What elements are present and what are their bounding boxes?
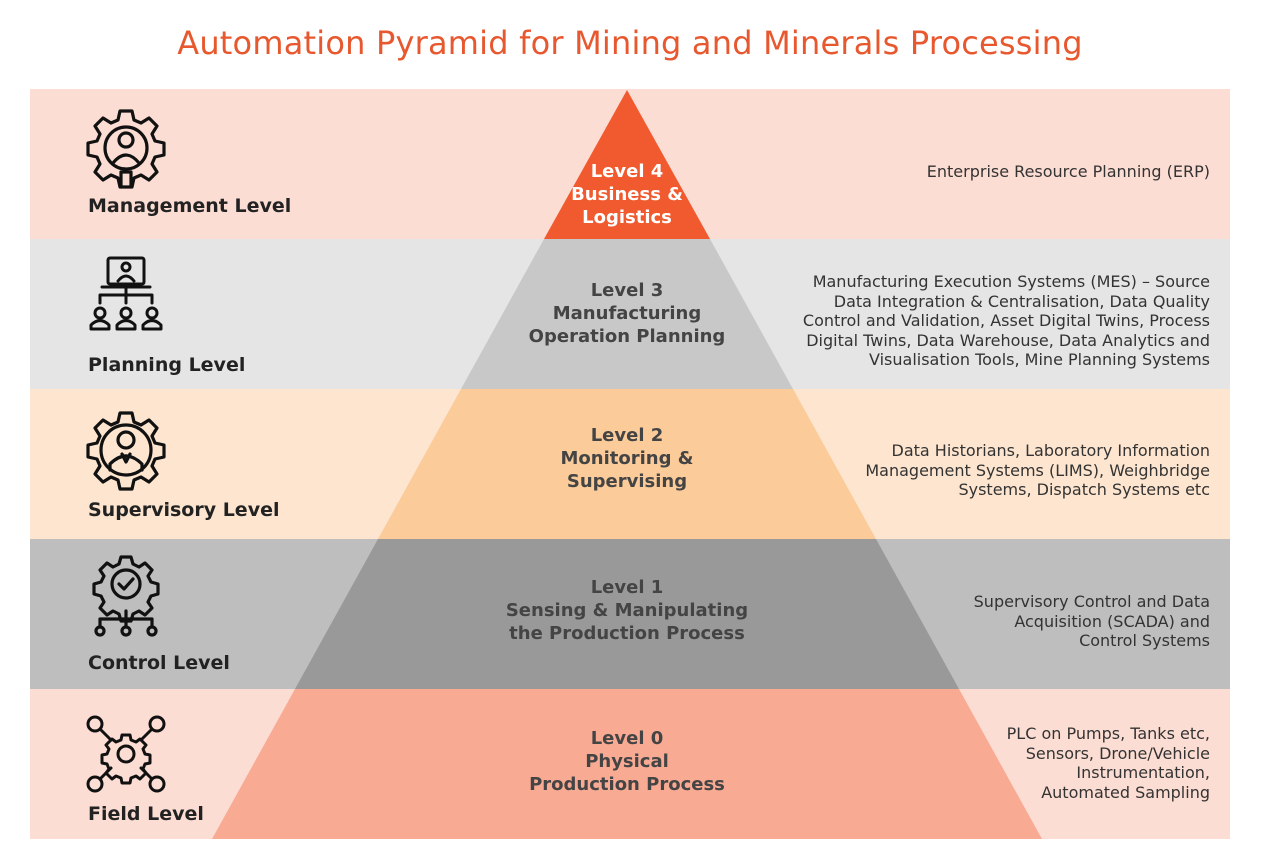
pyramid-text-level-2: Level 2 Monitoring & Supervising [560,425,694,492]
pyramid-level-1 [295,539,959,689]
management-level-label: Management Level [88,195,292,217]
pyramid-level-2 [378,389,876,539]
pyramid-text-level-1: Level 1 Sensing & Manipulating the Produ… [505,577,749,644]
presentation-team-icon [86,255,166,335]
field-level-label: Field Level [88,803,204,825]
gear-check-network-icon [86,555,166,637]
pyramid-level-3 [461,239,793,389]
management-description: Enterprise Resource Planning (ERP) [926,162,1210,181]
control-level-label: Control Level [88,652,230,674]
planning-description: Manufacturing Execution Systems (MES) – … [802,272,1210,369]
gear-supervisor-icon [86,410,166,491]
field-description: PLC on Pumps, Tanks etc, Sensors, Drone/… [1006,724,1210,802]
pyramid-text-level-0: Level 0 Physical Production Process [529,728,725,795]
gear-person-icon [86,108,166,189]
pyramid-level-0 [212,689,1042,839]
page-title: Automation Pyramid for Mining and Minera… [177,24,1083,62]
supervisory-level-label: Supervisory Level [88,499,280,521]
planning-level-label: Planning Level [88,354,246,376]
control-description: Supervisory Control and Data Acquisition… [973,592,1210,650]
supervisory-description: Data Historians, Laboratory Information … [865,441,1210,499]
pyramid-text-level-3: Level 3 Manufacturing Operation Planning [528,280,726,347]
gear-nodes-icon [86,713,166,793]
pyramid-text-level-4: Level 4 Business & Logistics [571,161,683,228]
pyramid-level-4 [544,90,710,239]
